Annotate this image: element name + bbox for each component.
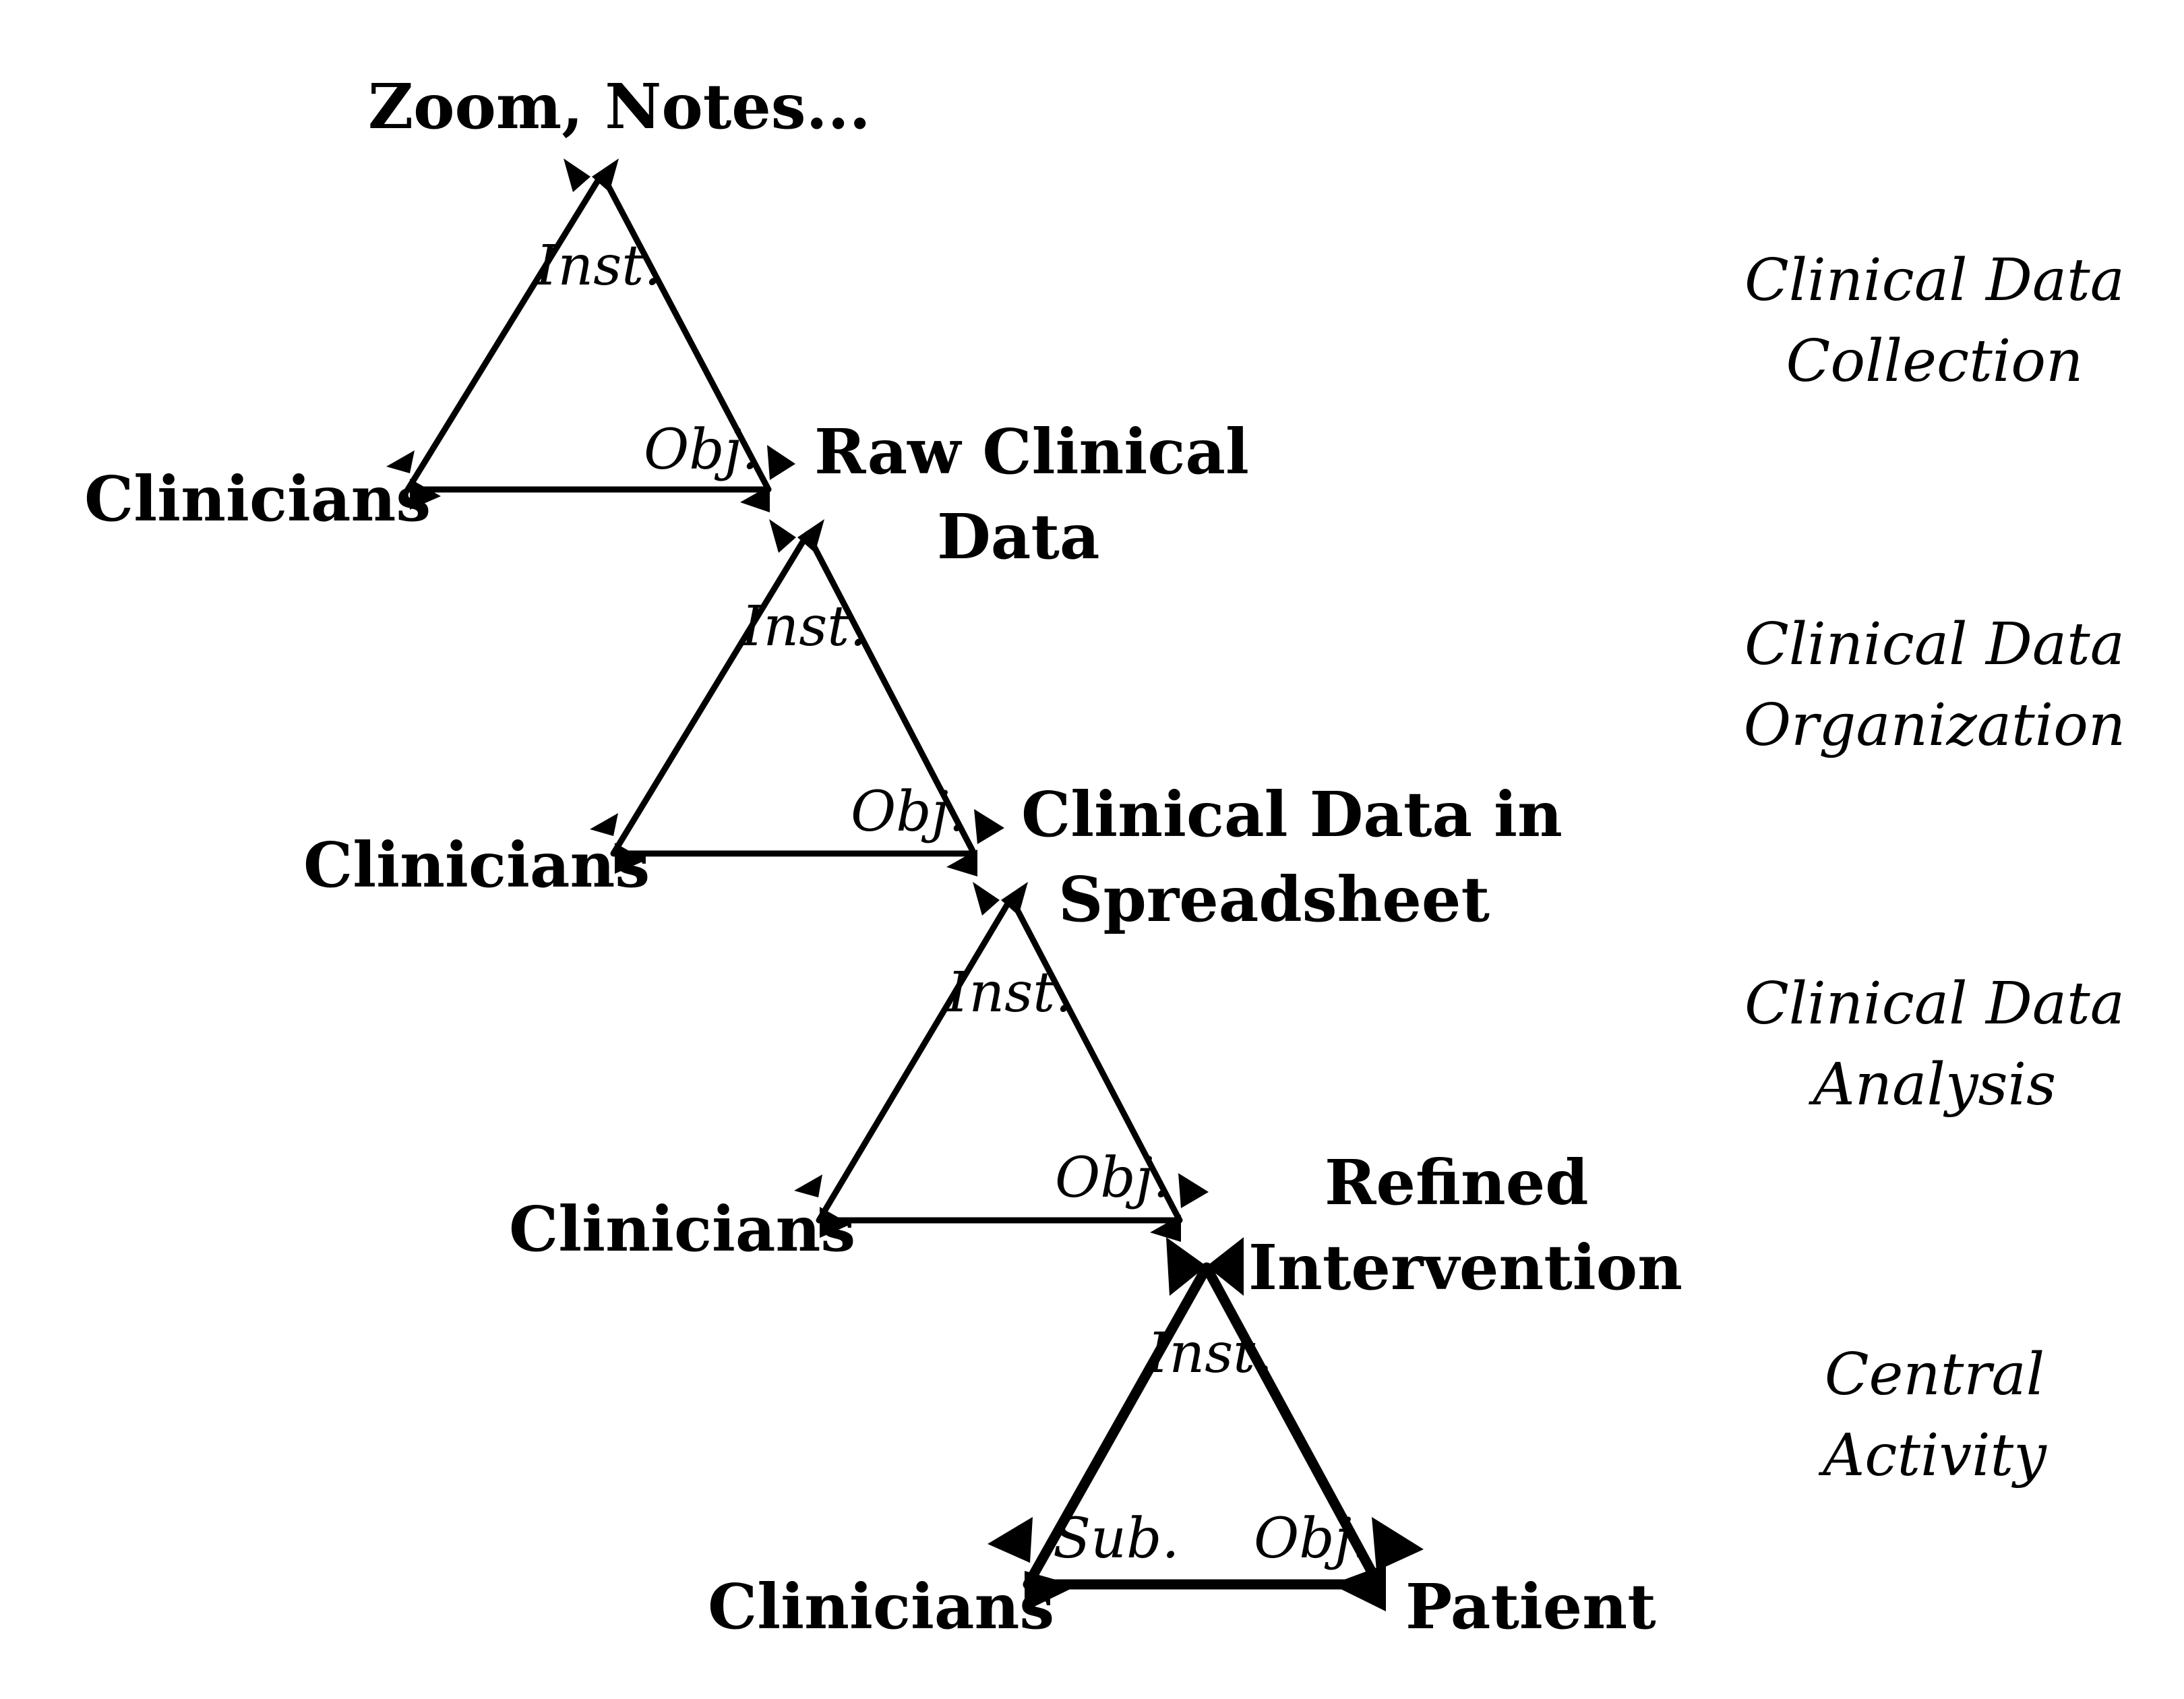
arrowhead (1207, 1237, 1244, 1296)
object-label: Obj. (851, 780, 966, 844)
object-label: Obj. (1254, 1507, 1369, 1571)
arrowhead (1166, 1237, 1207, 1296)
level-label-line2: Organization (1744, 692, 2126, 759)
arrowhead (820, 1207, 851, 1238)
spreadsheet-label-line2: Spreadsheet (1058, 863, 1490, 936)
level-label-line1: Central (1825, 1341, 2045, 1408)
arrowhead (564, 158, 590, 192)
arrowhead (592, 158, 619, 192)
activity-triangle-organization (590, 519, 1004, 876)
object-label: Obj. (644, 418, 759, 482)
arrowhead (974, 809, 1004, 844)
arrowhead (767, 445, 795, 480)
arrowhead (1331, 1564, 1386, 1611)
instrument-label: Inst. (1146, 1321, 1273, 1385)
arrowhead (1001, 882, 1028, 916)
level-label-line1: Clinical Data (1745, 247, 2125, 314)
object-label: Obj. (1055, 1146, 1170, 1210)
level-label-line1: Clinical Data (1745, 970, 2125, 1038)
refined-intervention-label-line1: Refined (1325, 1146, 1589, 1219)
arrowhead (1372, 1517, 1424, 1571)
activity-triangle-central (988, 1237, 1424, 1611)
level-label-line1: Clinical Data (1745, 611, 2125, 678)
arrowhead (615, 843, 646, 874)
triangle-edges (404, 171, 772, 493)
level-labels: Clinical Data Collection Clinical Data O… (1744, 247, 2126, 1489)
raw-data-label-line1: Raw Clinical (814, 415, 1249, 488)
arrowhead (740, 485, 770, 512)
triangle-edges (1023, 1262, 1384, 1590)
subject-label: Clinicians (708, 1570, 1054, 1643)
arrowhead (794, 1174, 822, 1197)
subject-role-label: Sub. (1053, 1507, 1180, 1571)
arrowhead (1150, 1215, 1181, 1242)
spreadsheet-label-line1: Clinical Data in (1021, 778, 1563, 851)
arrowhead (797, 519, 824, 553)
arrowhead (973, 882, 1000, 916)
activity-triangle-collection (386, 158, 795, 512)
patient-label: Patient (1405, 1570, 1656, 1643)
arrowhead (1025, 1571, 1077, 1611)
level-label-line2: Activity (1818, 1422, 2047, 1489)
refined-intervention-label-line2: Intervention (1248, 1231, 1682, 1304)
instrument-label: Inst. (946, 961, 1072, 1025)
arrowhead (386, 450, 415, 473)
raw-data-label-line2: Data (937, 500, 1100, 573)
arrowhead (590, 813, 618, 836)
subject-label: Clinicians (509, 1193, 855, 1265)
arrowhead (946, 850, 977, 876)
arrowhead (988, 1517, 1033, 1563)
arrowhead (410, 479, 441, 510)
arrowhead (769, 519, 796, 553)
triangle-edges (610, 531, 977, 857)
level-label-line2: Collection (1786, 328, 2084, 395)
arrowhead (1178, 1173, 1209, 1208)
subject-label: Clinicians (84, 463, 431, 535)
instrument-label: Inst. (740, 595, 867, 659)
level-label-line2: Analysis (1809, 1051, 2057, 1119)
activity-triangle-analysis (794, 882, 1209, 1242)
instrument-label: Inst. (535, 234, 661, 298)
subject-label: Clinicians (303, 829, 650, 901)
triangle-edges (816, 895, 1183, 1224)
tool-label: Zoom, Notes... (368, 70, 871, 143)
